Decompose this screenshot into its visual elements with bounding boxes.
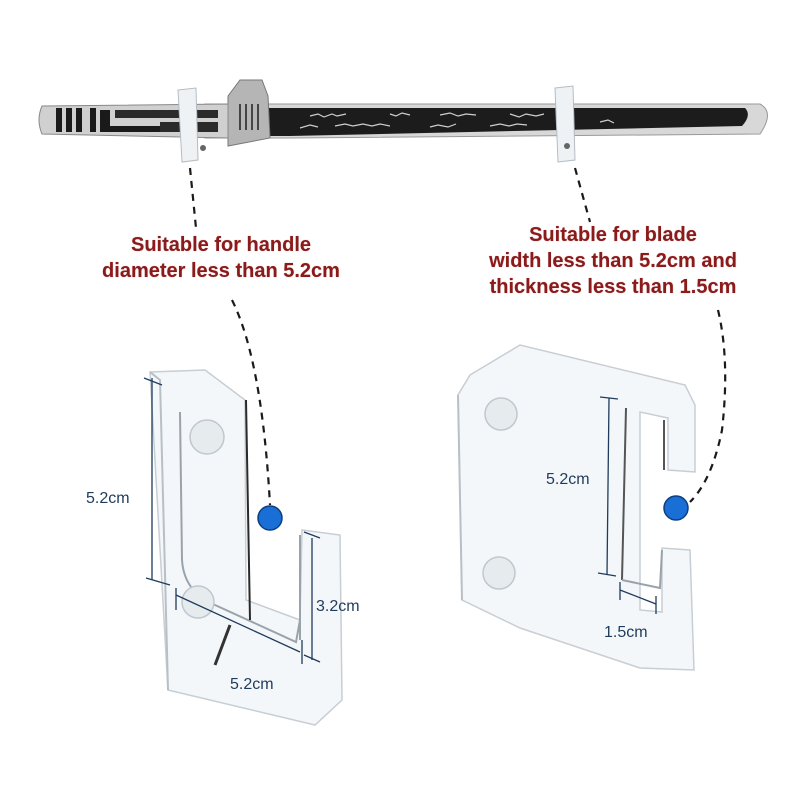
blade-callout-line2: width less than 5.2cm and (489, 250, 737, 272)
blade-callout-line3: thickness less than 1.5cm (489, 276, 737, 298)
handle-bracket (143, 369, 343, 726)
handle-bracket-lip-label: 3.2cm (316, 598, 360, 615)
dashed-connectors (188, 167, 727, 506)
blade-callout: Suitable for blade width less than 5.2cm… (458, 222, 768, 300)
handle-callout-line1: Suitable for handle (130, 234, 312, 256)
blade-bracket-width-label: 1.5cm (604, 624, 648, 641)
handle-bracket-depth-label: 5.2cm (230, 676, 274, 693)
handle-marker-dot (257, 505, 283, 531)
handle-callout: Suitable for handle diameter less than 5… (66, 232, 376, 284)
handle-bracket-height-label: 5.2cm (86, 490, 130, 507)
sword (38, 79, 768, 163)
blade-bracket (457, 344, 696, 671)
blade-callout-line1: Suitable for blade (529, 224, 697, 246)
blade-bracket-height-label: 5.2cm (546, 471, 590, 488)
handle-callout-line2: diameter less than 5.2cm (102, 260, 340, 282)
blade-marker-dot (663, 495, 689, 521)
